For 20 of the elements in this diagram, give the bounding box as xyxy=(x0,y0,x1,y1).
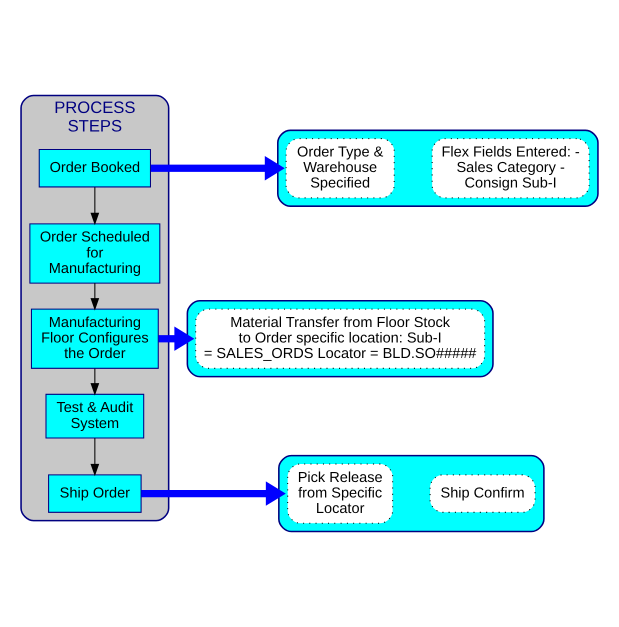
node-box: Flex Fields Entered: - Sales Category - Consign Sub-I xyxy=(432,138,590,198)
cluster xyxy=(186,300,494,378)
node-box: Order Booked xyxy=(38,149,151,188)
cluster xyxy=(277,130,599,207)
node-box: Test & Audit System xyxy=(45,394,144,438)
arrow xyxy=(150,156,285,180)
arrow xyxy=(90,187,100,226)
arrow xyxy=(90,368,100,396)
node-box: Material Transfer from Floor Stock to Order specific location: Sub-I = SALES_ORDS Locator = BLD.SO##### xyxy=(195,308,486,369)
node-box: Manufacturing Floor Configures the Order xyxy=(30,308,159,369)
arrow xyxy=(158,326,194,351)
node-box: Order Scheduled for Manufacturing xyxy=(29,223,160,284)
node-box: Order Type & Warehouse Specified xyxy=(286,138,395,198)
arrow xyxy=(90,438,100,476)
node-box: Ship Confirm xyxy=(430,474,536,513)
node-box: Pick Release from Specific Locator xyxy=(287,463,394,524)
node-box: Ship Order xyxy=(48,474,142,513)
arrow xyxy=(141,481,286,506)
cluster xyxy=(278,454,545,532)
arrow xyxy=(90,283,100,311)
